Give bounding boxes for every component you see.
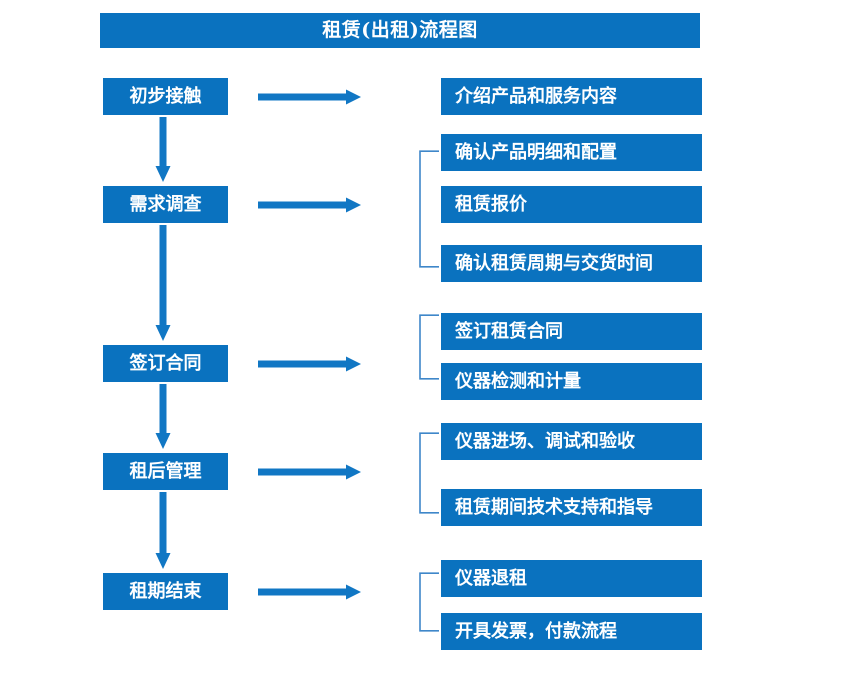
page-title: 租赁(出租)流程图 (322, 19, 478, 41)
detail-node-label: 介绍产品和服务内容 (455, 85, 617, 107)
stage-node-zu-qi-jie-shu[interactable]: 租期结束 (103, 573, 228, 610)
group-bracket-contract (418, 314, 440, 380)
arrow-right-icon (258, 88, 362, 106)
stage-node-label: 签订合同 (129, 352, 202, 374)
detail-node-jie-shao-chan-pin[interactable]: 介绍产品和服务内容 (441, 78, 702, 115)
chart-title-bar: 租赁(出租)流程图 (100, 13, 700, 48)
arrow-down-icon (154, 225, 172, 342)
stage-node-chu-bu-jie-chu[interactable]: 初步接触 (103, 78, 228, 115)
stage-node-label: 初步接触 (129, 85, 202, 107)
detail-node-label: 仪器进场、调试和验收 (455, 430, 635, 452)
detail-node-yi-qi-tui-zu[interactable]: 仪器退租 (441, 560, 702, 597)
arrow-down-icon (154, 384, 172, 450)
arrow-right-icon (258, 583, 362, 601)
arrow-right-icon (258, 196, 362, 214)
detail-node-que-ren-zhou-qi[interactable]: 确认租赁周期与交货时间 (441, 245, 702, 282)
detail-node-kai-ju-fa-piao[interactable]: 开具发票，付款流程 (441, 613, 702, 650)
detail-node-que-ren-chan-pin[interactable]: 确认产品明细和配置 (441, 134, 702, 171)
arrow-right-icon (258, 463, 362, 481)
stage-node-zu-hou-guan-li[interactable]: 租后管理 (103, 453, 228, 490)
detail-node-label: 租赁期间技术支持和指导 (455, 496, 653, 518)
detail-node-yi-qi-jin-chang[interactable]: 仪器进场、调试和验收 (441, 423, 702, 460)
detail-node-ji-shu-zhi-chi[interactable]: 租赁期间技术支持和指导 (441, 489, 702, 526)
stage-node-xu-qiu-diao-cha[interactable]: 需求调查 (103, 186, 228, 223)
stage-node-qian-ding-he-tong[interactable]: 签订合同 (103, 345, 228, 382)
arrow-down-icon (154, 492, 172, 570)
detail-node-zu-lin-bao-jia[interactable]: 租赁报价 (441, 186, 702, 223)
detail-node-label: 开具发票，付款流程 (455, 620, 617, 642)
stage-node-label: 租后管理 (129, 460, 202, 482)
detail-node-qian-ding-zu-lin-he-tong[interactable]: 签订租赁合同 (441, 313, 702, 350)
detail-node-label: 仪器检测和计量 (455, 370, 581, 392)
arrow-right-icon (258, 355, 362, 373)
detail-node-label: 确认产品明细和配置 (455, 141, 617, 163)
stage-node-label: 租期结束 (129, 580, 202, 602)
detail-node-label: 仪器退租 (455, 567, 527, 589)
detail-node-yi-qi-jian-ce[interactable]: 仪器检测和计量 (441, 363, 702, 400)
detail-node-label: 租赁报价 (455, 193, 527, 215)
arrow-down-icon (154, 117, 172, 183)
group-bracket-end-of-term (418, 572, 440, 632)
detail-node-label: 签订租赁合同 (455, 320, 563, 342)
group-bracket-post-rental (418, 432, 440, 514)
group-bracket-requirements (418, 150, 440, 268)
stage-node-label: 需求调查 (129, 193, 202, 215)
detail-node-label: 确认租赁周期与交货时间 (455, 252, 653, 274)
